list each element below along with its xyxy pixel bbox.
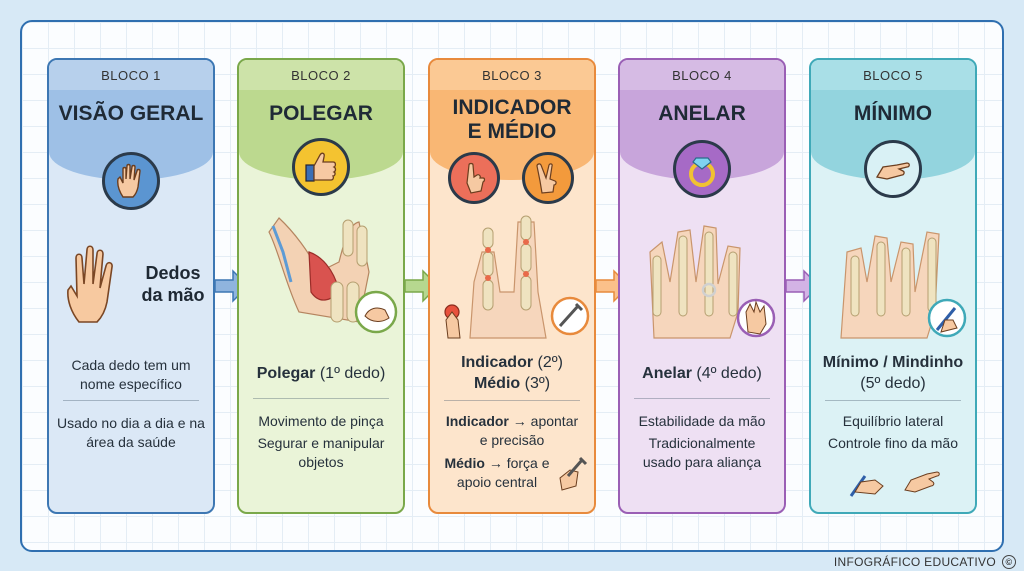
point-2-text: força e apoio central: [456, 455, 550, 490]
block-4-card: BLOCO 4 ANELAR Anelar (4º dedo) Estabili…: [618, 58, 786, 514]
block-3-point-1: Indicador → apontar e precisão: [442, 412, 582, 450]
hand-illustration: Dedos da mão: [49, 236, 213, 326]
block-3-point-2: Médio → força e apoio central: [440, 454, 554, 492]
block-2-card: BLOCO 2 POLEGAR Polegar (1º dedo) Movime…: [237, 58, 405, 514]
block-4-name-line: Anelar (4º dedo): [626, 364, 778, 383]
divider: [634, 398, 770, 399]
finger-number-index: (2º): [537, 354, 563, 371]
index-middle-anatomy-illustration: [430, 212, 594, 340]
little-finger-anatomy-illustration: [811, 212, 975, 340]
pinch-hand-icon: [864, 140, 922, 198]
finger-name: Polegar: [256, 365, 316, 382]
block-3-card: BLOCO 3 INDICADOR E MÉDIO: [428, 58, 596, 514]
arrow-glyph: →: [488, 455, 503, 471]
footer-label: INFOGRÁFICO EDUCATIVO: [833, 555, 996, 569]
pointing-finger-icon: [448, 152, 500, 204]
writing-and-pinch-hands-icon: [849, 471, 940, 497]
block-2-point-2: Segurar e manipular objetos: [257, 435, 385, 470]
block-1-card: BLOCO 1 VISÃO GERAL Dedos da mão Cada de…: [47, 58, 215, 514]
thumb-anatomy-illustration: [239, 212, 403, 340]
subject-label: Dedos da mão: [141, 263, 205, 305]
copyright-icon: ©: [1002, 555, 1016, 569]
open-hand-icon: [102, 152, 160, 210]
finger-number-middle: (3º): [524, 375, 551, 392]
block-1-desc-2: Usado no dia a dia e na área da saúde: [57, 415, 205, 450]
divider: [63, 400, 199, 401]
block-5-name-lines: Mínimo / Mindinho (5º dedo): [817, 352, 969, 394]
finger-number: (4º dedo): [696, 365, 762, 382]
victory-hand-icon: [522, 152, 574, 204]
finger-name: Mínimo / Mindinho: [822, 354, 964, 371]
thumbs-up-icon: [292, 138, 350, 196]
block-2-label: BLOCO 2: [239, 60, 403, 90]
ring-finger-anatomy-illustration: [620, 212, 784, 340]
block-5-card: BLOCO 5 MÍNIMO Mínimo / Mindinho (5º ded…: [809, 58, 977, 514]
point-2-label: Médio: [444, 455, 485, 471]
finger-number: (1º dedo): [319, 365, 386, 382]
divider: [253, 398, 389, 399]
block-3-label: BLOCO 3: [430, 60, 594, 90]
block-3-name-lines: Indicador (2º) Médio (3º): [436, 352, 588, 394]
finger-name-index: Indicador: [461, 354, 534, 371]
block-5-label: BLOCO 5: [811, 60, 975, 90]
finger-name-middle: Médio: [473, 375, 521, 392]
wrench-hand-icon: [559, 456, 588, 491]
block-1-label: BLOCO 1: [49, 60, 213, 90]
block-4-point-2: Tradicionalmente usado para aliança: [642, 435, 762, 470]
block-1-desc-1: Cada dedo tem um nome específico: [71, 357, 191, 392]
divider: [444, 400, 580, 401]
block-5-point-2: Controle fino da mão: [828, 435, 958, 451]
arrow-glyph: →: [512, 413, 527, 429]
block-4-label: BLOCO 4: [620, 60, 784, 90]
block-4-point-1: Estabilidade da mão: [638, 413, 766, 429]
finger-number: (5º dedo): [860, 375, 926, 392]
point-1-text: apontar e precisão: [479, 413, 579, 448]
point-1-label: Indicador: [445, 413, 509, 429]
block-5-point-1: Equilíbrio lateral: [842, 413, 944, 429]
divider: [825, 400, 961, 401]
block-2-point-1: Movimento de pinça: [258, 413, 384, 429]
footer: INFOGRÁFICO EDUCATIVO ©: [834, 555, 1016, 569]
ring-icon: [673, 140, 731, 198]
finger-name: Anelar: [642, 365, 692, 382]
block-2-name-line: Polegar (1º dedo): [245, 364, 397, 383]
